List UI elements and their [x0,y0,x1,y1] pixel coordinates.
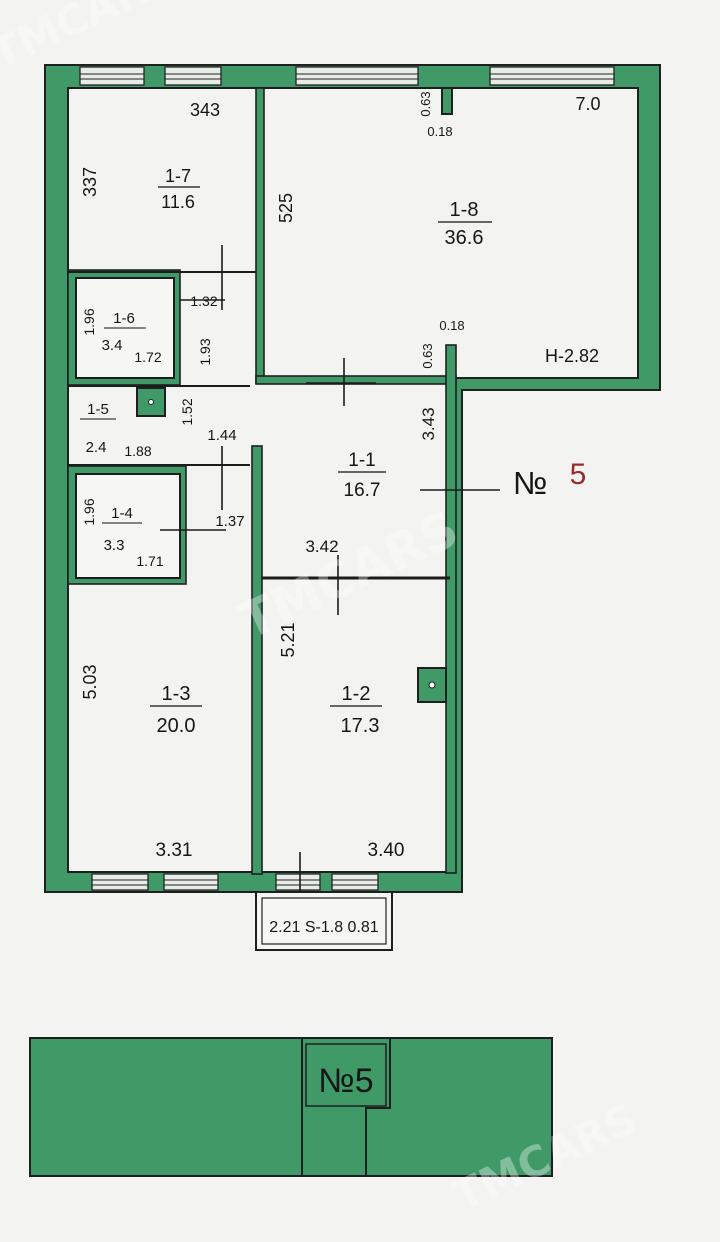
room-1-8-dim-height: 525 [276,193,296,223]
apartment-number-symbol: № [513,465,547,501]
room-1-4-interior [75,473,181,579]
room-1-3-dim-height: 5.03 [80,664,100,699]
balcony [255,891,393,951]
room-1-7-id: 1-7 [165,166,191,186]
wall-1-8-west [255,87,265,384]
room-1-6-dim-a: 1.96 [81,308,97,335]
room-1-8-col-c: 0.18 [439,318,464,333]
room-1-6-dim-b: 1.32 [190,293,217,309]
room-1-6-dim-c: 1.72 [134,349,161,365]
room-1-8-id: 1-8 [450,199,479,221]
room-1-7-dim-height: 337 [80,167,100,197]
room-1-2-id: 1-2 [342,683,371,705]
windows-top [79,66,615,86]
balcony-inner [261,897,387,945]
room-1-4-id: 1-4 [111,505,133,522]
room-1-3-dim-width: 3.31 [156,840,193,861]
legend-block: №5 [29,1037,553,1177]
room-1-3-id: 1-3 [162,683,191,705]
apartment-number-value: 5 [570,458,587,491]
room-1-4-area: 3.3 [104,537,125,554]
room-1-6-dim-d: 1.93 [197,338,213,365]
room-1-5-dim-b: 1.88 [124,443,151,459]
room-1-2-area: 17.3 [341,715,380,737]
room-1-6-id: 1-6 [113,310,135,327]
room-1-8-col-a: 0.63 [418,91,433,116]
room-1-8-col-b: 0.18 [427,124,452,139]
room-1-1-area: 16.7 [344,480,381,501]
room-1-1-dim-b: 3.42 [305,537,338,556]
balcony-label: 2.21 S-1.8 0.81 [269,919,379,936]
legend-stair-outline [301,1038,391,1176]
windows-bottom [91,873,379,891]
room-1-6-interior [75,277,175,379]
room-1-2-dim-width: 3.40 [368,840,405,861]
vent-dot-2 [428,681,436,689]
vent-dot-1 [148,399,154,405]
room-1-5-dim-a: 1.52 [179,398,195,425]
room-1-4-dim-b: 1.37 [215,513,244,530]
room-1-1-id: 1-1 [348,450,375,471]
room-1-8-area: 36.6 [445,227,484,249]
legend-label-box [305,1043,387,1107]
room-1-7-area: 11.6 [161,192,195,212]
legend-band [29,1037,553,1177]
legend-label: №5 [318,1062,373,1100]
watermark-middle: TMCARS [231,500,467,651]
room-1-8-col-d: 0.63 [420,343,435,368]
room-1-4-dim-c: 1.71 [136,553,163,569]
room-1-8-ceiling: H-2.82 [545,346,599,366]
room-1-1-dim-a: 3.43 [419,407,438,440]
room-1-5-area: 2.4 [86,439,107,456]
wall-east-hall [445,344,457,874]
room-1-4-dim-a: 1.96 [81,498,97,525]
room-1-3-area: 20.0 [157,715,196,737]
room-1-5-dim-c: 1.44 [207,427,236,444]
room-1-2-dim-height: 5.21 [278,622,298,657]
room-1-5-id: 1-5 [87,401,109,418]
room-1-7-dim-width: 343 [190,100,220,120]
room-1-8-dim-width: 7.0 [575,94,600,114]
apartment-number-mark: № 5 [513,458,587,501]
room-1-6-area: 3.4 [102,337,123,354]
wall-1-3-1-2 [251,445,263,875]
column-1-8 [441,87,453,115]
